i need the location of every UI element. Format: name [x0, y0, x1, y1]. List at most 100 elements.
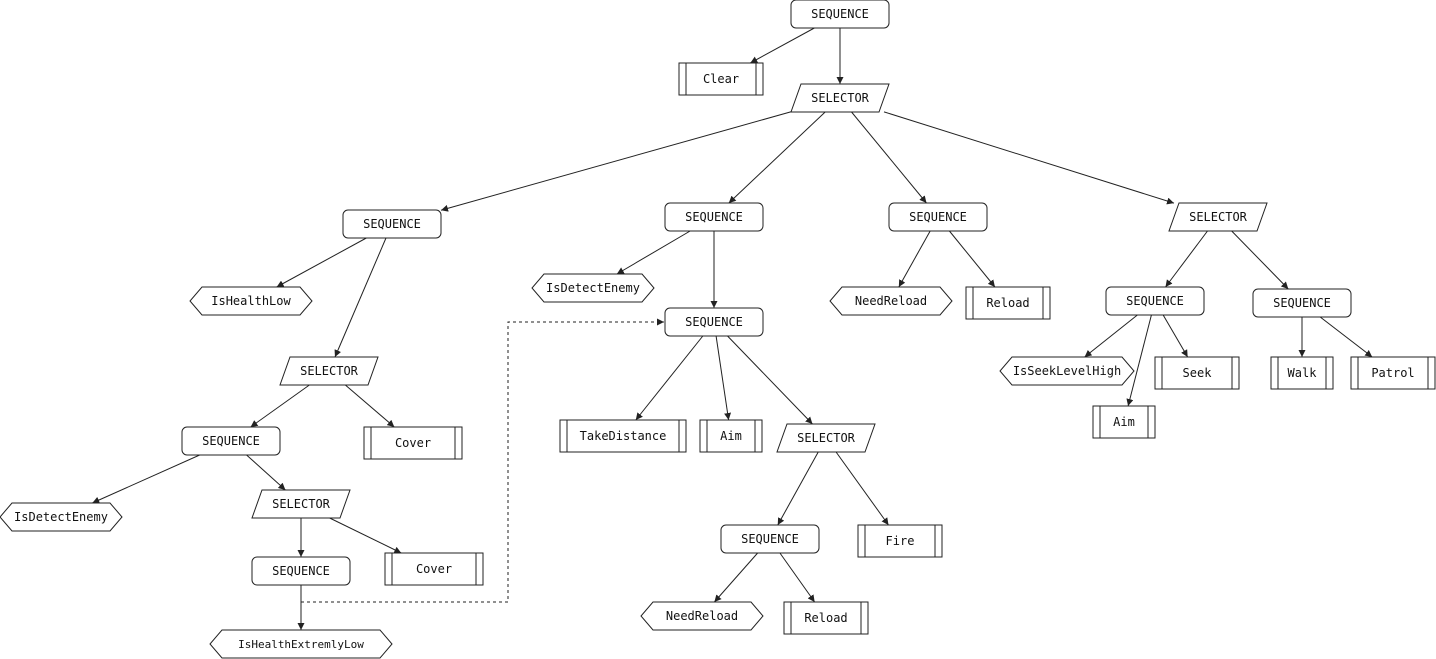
node-label: SELECTOR — [797, 431, 856, 445]
node-seq-c-sequence[interactable]: SEQUENCE — [888, 202, 988, 232]
node-fire-action[interactable]: Fire — [857, 524, 943, 558]
node-seek-action[interactable]: Seek — [1154, 356, 1240, 390]
selector-parallelogram — [251, 489, 351, 519]
node-sel-a-selector[interactable]: SELECTOR — [279, 356, 379, 386]
node-label: IsHealthLow — [211, 294, 291, 308]
condition-hexagon — [189, 286, 313, 316]
node-label: NeedReload — [666, 609, 738, 623]
action-box — [857, 524, 943, 558]
node-seq-d1-sequence[interactable]: SEQUENCE — [1105, 286, 1205, 316]
node-is-detect-enemy-b-condition[interactable]: IsDetectEnemy — [531, 273, 655, 303]
condition-hexagon — [999, 356, 1135, 386]
node-reload-c-action[interactable]: Reload — [965, 286, 1051, 320]
edge-seq-c-to-need-reload-c — [898, 230, 931, 288]
node-root-seq-sequence[interactable]: SEQUENCE — [790, 0, 890, 29]
node-label: SELECTOR — [1189, 210, 1248, 224]
node-sel-a2-selector[interactable]: SELECTOR — [251, 489, 351, 519]
node-need-reload-c-condition[interactable]: NeedReload — [829, 286, 953, 316]
edge-sel-d-to-seq-d1 — [1165, 230, 1208, 288]
node-label: SEQUENCE — [685, 315, 743, 329]
node-need-reload-b-condition[interactable]: NeedReload — [640, 601, 764, 631]
node-is-detect-enemy-a-condition[interactable]: IsDetectEnemy — [0, 502, 123, 532]
node-clear-action[interactable]: Clear — [678, 62, 764, 96]
edge-sel-a-to-seq-a1 — [250, 384, 310, 428]
node-label: SEQUENCE — [363, 217, 421, 231]
action-box — [363, 426, 463, 460]
node-sel-b-selector[interactable]: SELECTOR — [776, 423, 876, 453]
node-take-distance-action[interactable]: TakeDistance — [559, 419, 687, 453]
sequence-box — [181, 426, 281, 456]
node-label: SEQUENCE — [202, 434, 260, 448]
action-box — [1350, 356, 1436, 390]
condition-hexagon — [0, 502, 123, 532]
selector-parallelogram — [776, 423, 876, 453]
node-aim-d-action[interactable]: Aim — [1092, 405, 1156, 439]
edge-seq-d1-to-is-seek-level-high — [1084, 314, 1138, 358]
condition-hexagon — [640, 601, 764, 631]
node-seq-b2-sequence[interactable]: SEQUENCE — [664, 307, 764, 337]
node-label: SEQUENCE — [811, 7, 869, 21]
node-cover-a2-action[interactable]: Cover — [384, 552, 484, 586]
action-box — [1092, 405, 1156, 439]
node-label: SELECTOR — [811, 91, 870, 105]
condition-hexagon — [829, 286, 953, 316]
edge-seq-d1-to-seek — [1162, 314, 1189, 358]
node-label: TakeDistance — [580, 429, 667, 443]
edge-seq-d2-to-patrol — [1319, 316, 1373, 358]
action-box — [1270, 356, 1334, 390]
sequence-box — [664, 202, 764, 232]
node-patrol-action[interactable]: Patrol — [1350, 356, 1436, 390]
node-aim-b-action[interactable]: Aim — [699, 419, 763, 453]
node-label: Walk — [1288, 366, 1318, 380]
node-seq-a-sequence[interactable]: SEQUENCE — [342, 209, 442, 239]
edge-seq-b3-to-need-reload-b — [713, 552, 759, 603]
sequence-box — [790, 0, 890, 29]
reference-edge-seq-a2-to-seq-b2 — [301, 318, 664, 603]
node-is-seek-level-high-condition[interactable]: IsSeekLevelHigh — [999, 356, 1135, 386]
edge-sel-main-to-seq-c — [851, 111, 927, 204]
sequence-box — [1252, 288, 1352, 318]
node-reload-b-action[interactable]: Reload — [783, 601, 869, 635]
edge-seq-c-to-reload-c — [949, 230, 996, 288]
node-sel-d-selector[interactable]: SELECTOR — [1168, 202, 1268, 232]
node-label: Cover — [416, 562, 452, 576]
action-box — [1154, 356, 1240, 390]
node-seq-d2-sequence[interactable]: SEQUENCE — [1252, 288, 1352, 318]
condition-hexagon — [531, 273, 655, 303]
node-label: SEQUENCE — [909, 210, 967, 224]
selector-parallelogram — [790, 83, 890, 113]
sequence-box — [251, 556, 351, 586]
node-walk-action[interactable]: Walk — [1270, 356, 1334, 390]
node-label: Clear — [703, 72, 739, 86]
edge-seq-a1-to-sel-a2 — [246, 454, 286, 491]
edge-sel-b-to-seq-b3 — [777, 451, 819, 526]
node-seq-b3-sequence[interactable]: SEQUENCE — [720, 524, 820, 554]
node-seq-a2-sequence[interactable]: SEQUENCE — [251, 556, 351, 586]
node-label: SELECTOR — [272, 497, 331, 511]
edge-seq-b2-to-sel-b — [727, 335, 813, 425]
node-is-health-low-condition[interactable]: IsHealthLow — [189, 286, 313, 316]
edge-seq-b3-to-reload-b — [779, 552, 816, 603]
edge-sel-a2-to-cover-a2 — [329, 517, 402, 554]
node-sel-main-selector[interactable]: SELECTOR — [790, 83, 890, 113]
node-label: IsSeekLevelHigh — [1013, 364, 1121, 378]
sequence-box — [888, 202, 988, 232]
node-label: Aim — [720, 429, 742, 443]
node-seq-b-sequence[interactable]: SEQUENCE — [664, 202, 764, 232]
node-cover-a-action[interactable]: Cover — [363, 426, 463, 460]
node-label: Reload — [986, 296, 1029, 310]
edge-seq-b2-to-take-distance — [635, 335, 704, 421]
node-label: Reload — [804, 611, 847, 625]
node-is-health-extremly-low-condition[interactable]: IsHealthExtremlyLow — [209, 629, 393, 659]
node-label: SEQUENCE — [272, 564, 330, 578]
sequence-box — [342, 209, 442, 239]
action-box — [783, 601, 869, 635]
node-seq-a1-sequence[interactable]: SEQUENCE — [181, 426, 281, 456]
node-label: NeedReload — [855, 294, 927, 308]
node-label: Fire — [886, 534, 915, 548]
edge-root-seq-to-clear — [750, 27, 815, 64]
edge-sel-d-to-seq-d2 — [1231, 230, 1289, 290]
node-label: IsDetectEnemy — [14, 510, 108, 524]
